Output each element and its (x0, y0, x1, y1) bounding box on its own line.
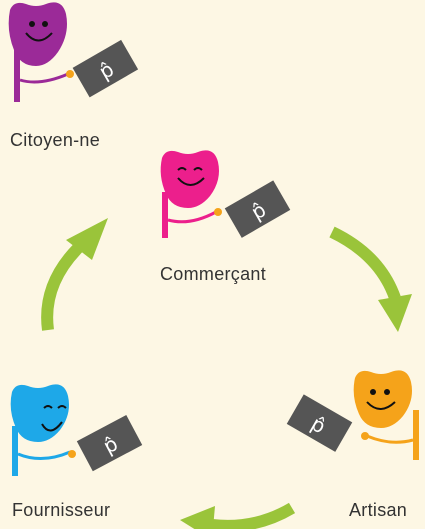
artisan-character: p̂ (285, 366, 425, 466)
citizen-illustration: p̂ (8, 2, 139, 102)
citizen-character: p̂ (0, 0, 160, 110)
supplier-illustration: p̂ (10, 384, 143, 476)
artisan-illustration: p̂ (286, 370, 419, 460)
artisan-label: Artisan (349, 500, 408, 520)
supplier-character: p̂ (6, 382, 156, 482)
merchant-character: p̂ (156, 148, 306, 248)
citizen-label: Citoyen-ne (10, 130, 101, 150)
merchant-illustration: p̂ (160, 150, 291, 238)
supplier-label: Fournisseur (12, 500, 111, 520)
merchant-label: Commerçant (160, 264, 267, 284)
